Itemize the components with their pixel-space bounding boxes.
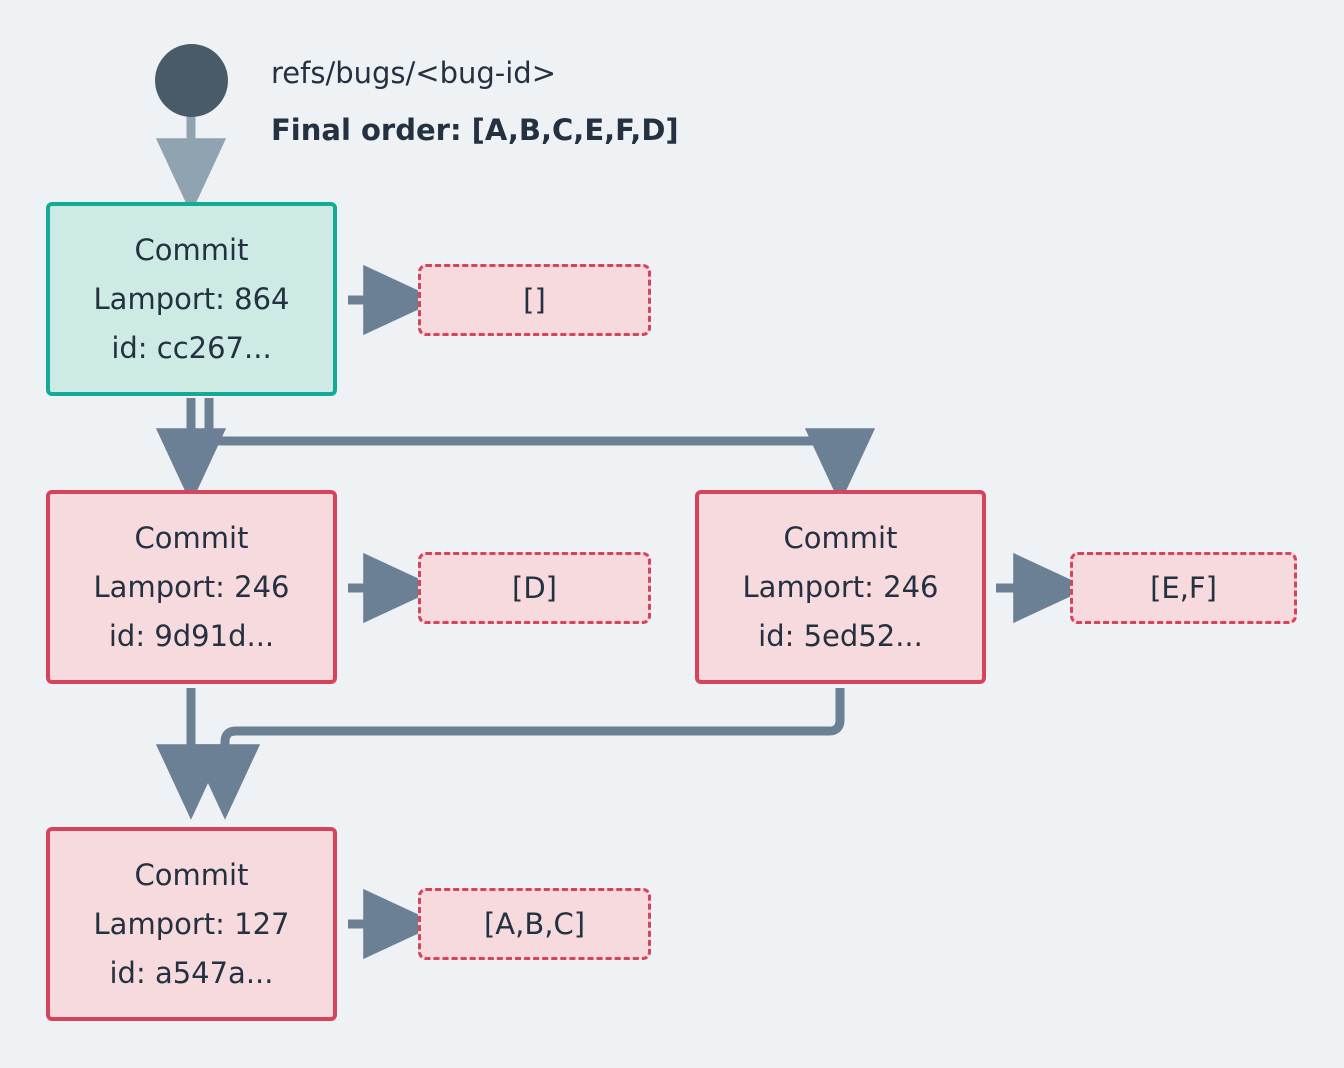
payload-node-right-mid[interactable]: [E,F] xyxy=(1070,552,1297,624)
commit-lamport: Lamport: 127 xyxy=(93,906,290,941)
commit-lamport: Lamport: 246 xyxy=(742,569,939,604)
commit-id: id: 5ed52... xyxy=(758,618,923,653)
commit-lamport: Lamport: 246 xyxy=(93,569,290,604)
commit-node-bottom[interactable]: Commit Lamport: 127 id: a547a... xyxy=(46,827,337,1021)
payload-label: [] xyxy=(523,283,546,317)
commit-title: Commit xyxy=(783,520,898,555)
payload-node-left-mid[interactable]: [D] xyxy=(418,552,651,624)
commit-node-right-mid[interactable]: Commit Lamport: 246 id: 5ed52... xyxy=(695,490,986,684)
commit-id: id: cc267... xyxy=(111,330,272,365)
commit-title: Commit xyxy=(134,520,249,555)
edge-head-to-right-mid xyxy=(204,398,876,504)
ref-label: refs/bugs/<bug-id> xyxy=(271,56,557,90)
commit-title: Commit xyxy=(134,232,249,267)
final-order-label: Final order: [A,B,C,E,F,D] xyxy=(271,113,679,147)
start-node xyxy=(155,44,228,117)
payload-node-head[interactable]: [] xyxy=(418,264,651,336)
payload-label: [E,F] xyxy=(1150,571,1217,605)
commit-node-head[interactable]: Commit Lamport: 864 id: cc267... xyxy=(46,202,337,396)
commit-lamport: Lamport: 864 xyxy=(93,281,290,316)
payload-node-bottom[interactable]: [A,B,C] xyxy=(418,888,651,960)
payload-label: [D] xyxy=(512,571,557,605)
commit-title: Commit xyxy=(134,857,249,892)
commit-id: id: a547a... xyxy=(109,955,274,990)
commit-id: id: 9d91d... xyxy=(108,618,275,653)
payload-label: [A,B,C] xyxy=(483,907,586,941)
commit-node-left-mid[interactable]: Commit Lamport: 246 id: 9d91d... xyxy=(46,490,337,684)
edge-right-mid-to-bottom xyxy=(189,688,845,820)
